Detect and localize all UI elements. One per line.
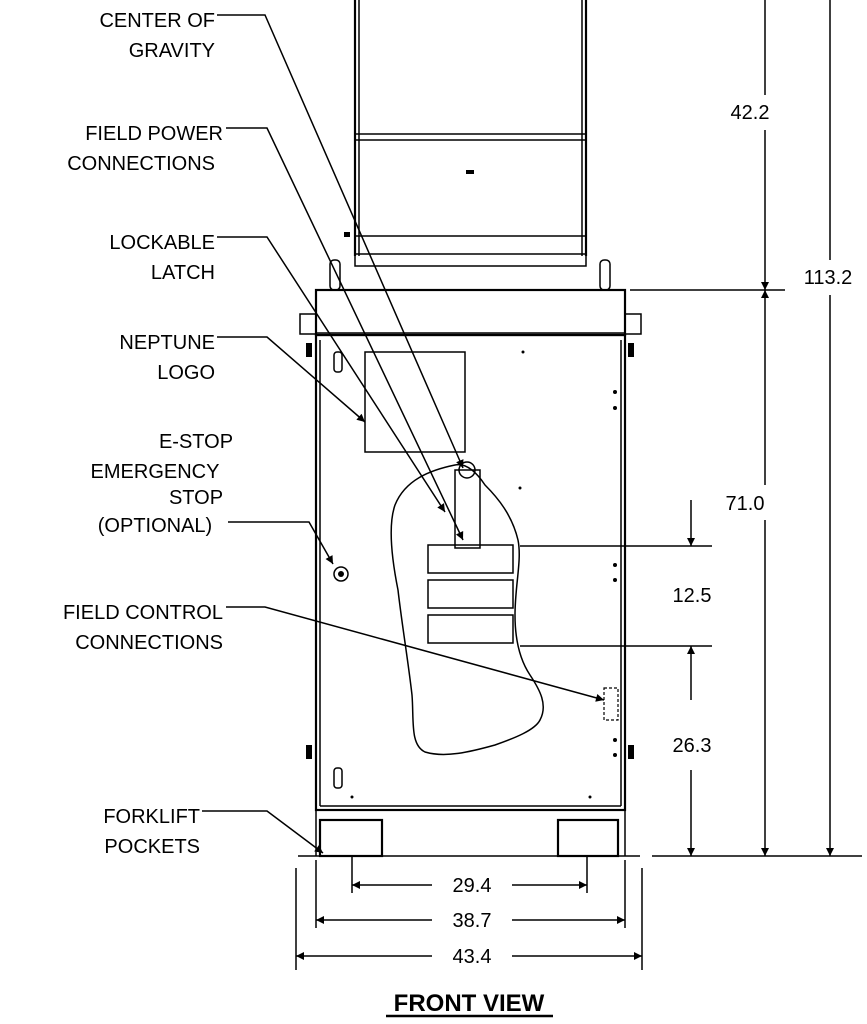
label-estop-2: EMERGENCY — [91, 461, 220, 483]
label-neptune-logo-1: NEPTUNE — [119, 332, 215, 354]
label-lockable-latch-1: LOCKABLE — [109, 232, 215, 254]
callout-leaders — [202, 14, 605, 854]
label-forklift-2: POCKETS — [104, 836, 200, 858]
dim-pocket-spacing: 29.4 — [453, 875, 492, 897]
dim-overall-height: 113.2 — [804, 267, 853, 289]
callout-labels: CENTER OF GRAVITY FIELD POWER CONNECTION… — [63, 10, 233, 858]
cabinet — [298, 288, 642, 858]
view-title: FRONT VIEW — [394, 990, 545, 1017]
dim-cabinet-width: 38.7 — [453, 910, 492, 932]
dim-upper-height: 42.2 — [731, 102, 770, 124]
label-field-power-2: CONNECTIONS — [67, 153, 215, 175]
dim-terminal-span: 12.5 — [673, 585, 712, 607]
cutaway-outline — [390, 463, 544, 756]
label-neptune-logo-2: LOGO — [157, 362, 215, 384]
upper-column — [329, 0, 611, 291]
label-center-of-gravity-1: CENTER OF — [99, 10, 215, 32]
label-estop-4: (OPTIONAL) — [98, 515, 212, 537]
dim-cabinet-height: 71.0 — [726, 493, 765, 515]
label-forklift-1: FORKLIFT — [103, 806, 200, 828]
label-estop-1: E-STOP — [159, 431, 233, 453]
label-field-control-2: CONNECTIONS — [75, 632, 223, 654]
dim-overall-width: 43.4 — [453, 946, 492, 968]
label-field-power-1: FIELD POWER — [85, 123, 223, 145]
label-center-of-gravity-2: GRAVITY — [129, 40, 215, 62]
dim-base-to-terminal: 26.3 — [673, 735, 712, 757]
neptune-logo-panel — [364, 351, 466, 453]
horizontal-dimensions: 29.4 38.7 43.4 — [295, 856, 643, 970]
vertical-dimensions: 42.2 113.2 71.0 12.5 26.3 — [520, 0, 862, 857]
label-field-control-1: FIELD CONTROL — [63, 602, 223, 624]
label-lockable-latch-2: LATCH — [151, 262, 215, 284]
label-estop-3: STOP — [169, 487, 223, 509]
